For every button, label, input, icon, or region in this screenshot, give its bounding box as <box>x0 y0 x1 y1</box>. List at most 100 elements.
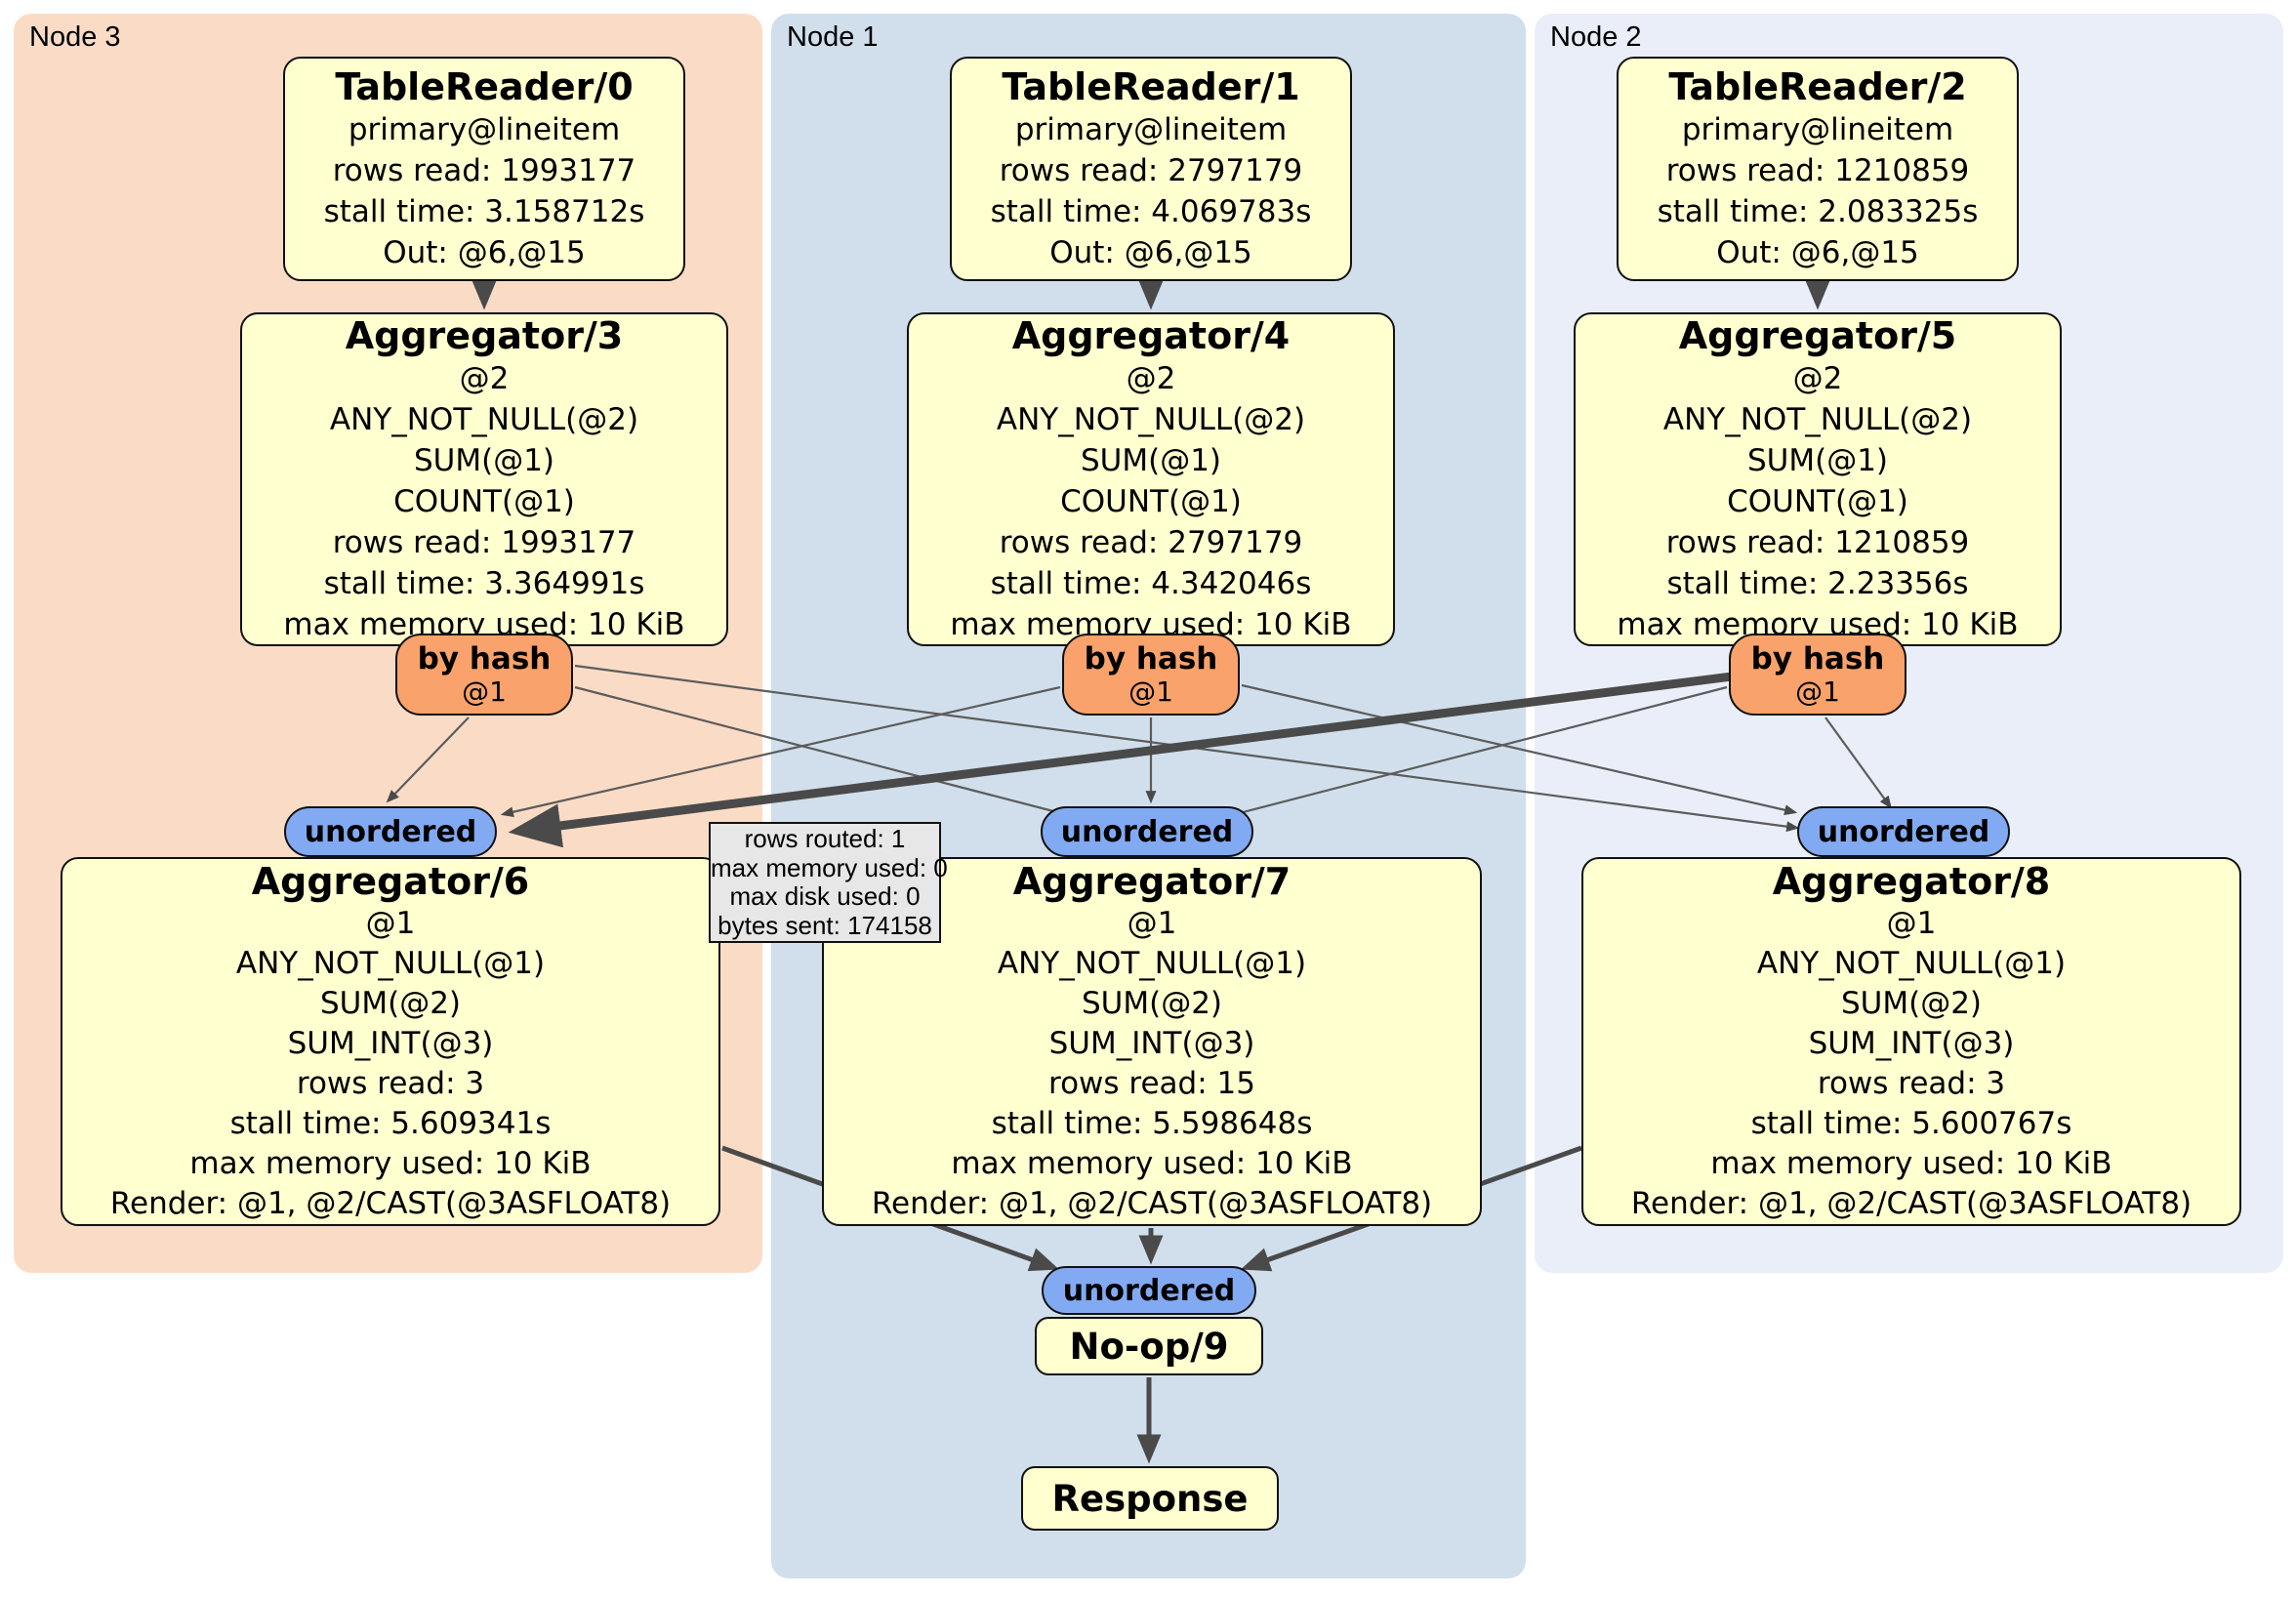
text-line: rows read: 3 <box>296 1066 485 1101</box>
edge-router5-sync8[interactable] <box>1824 717 1892 809</box>
text-line: COUNT(@1) <box>1727 484 1908 519</box>
hash-router-4[interactable]: by hash @1 <box>1062 634 1240 716</box>
table-reader-1-title: TableReader/1 <box>1002 65 1300 108</box>
aggregator-4-title: Aggregator/4 <box>1011 314 1291 357</box>
text-line: COUNT(@1) <box>393 484 575 519</box>
noop-box: No-op/9 <box>1035 1317 1263 1375</box>
text-line: COUNT(@1) <box>1060 484 1242 519</box>
text-line: Render: @1, @2/CAST(@3ASFLOAT8) <box>109 1186 672 1221</box>
text-line: stall time: 4.342046s <box>990 566 1312 601</box>
aggregator-6-title: Aggregator/6 <box>251 860 530 903</box>
text-line: max memory used: 10 KiB <box>951 1146 1353 1181</box>
text-line: Render: @1, @2/CAST(@3ASFLOAT8) <box>1630 1186 2193 1221</box>
text-line: ANY_NOT_NULL(@1) <box>1756 946 2067 981</box>
table-reader-2-title: TableReader/2 <box>1668 65 1967 108</box>
text-line: @2 <box>459 361 510 396</box>
text-line: bytes sent: 174158 <box>718 910 932 940</box>
text-line: SUM_INT(@3) <box>1048 1026 1255 1061</box>
hash-router-5[interactable]: by hash @1 <box>1729 634 1906 716</box>
text-line: stall time: 2.083325s <box>1657 194 1979 229</box>
text-line: rows read: 1993177 <box>332 525 636 560</box>
hash-router-5-label: by hash <box>1750 641 1885 676</box>
text-line: rows read: 3 <box>1817 1066 2006 1101</box>
text-line: rows routed: 1 <box>744 824 906 853</box>
text-line: stall time: 5.609341s <box>229 1106 552 1141</box>
text-line: max disk used: 0 <box>729 881 921 911</box>
sync-unordered-7[interactable]: unordered <box>1041 806 1253 857</box>
text-line: stall time: 5.600767s <box>1750 1106 2072 1141</box>
text-line: max memory used: 10 KiB <box>189 1146 592 1181</box>
text-line: primary@lineitem <box>348 112 621 147</box>
text-line: @2 <box>1792 361 1843 396</box>
table-reader-0-title: TableReader/0 <box>335 65 634 108</box>
node-panel-2-label: Node 2 <box>1550 21 1642 53</box>
text-line: Out: @6,@15 <box>1716 235 1919 270</box>
node-panel-3-label: Node 3 <box>29 21 121 53</box>
text-line: SUM(@2) <box>1840 986 1983 1021</box>
edge-router4-sync8[interactable] <box>1241 683 1798 816</box>
table-reader-2-box: TableReader/2 primary@lineitem rows read:… <box>1617 57 2019 281</box>
text-line: @1 <box>1127 906 1177 941</box>
text-line: SUM(@2) <box>1081 986 1223 1021</box>
text-line: stall time: 4.069783s <box>990 194 1312 229</box>
text-line: rows read: 2797179 <box>999 153 1303 188</box>
text-line: ANY_NOT_NULL(@2) <box>996 402 1306 437</box>
text-line: @1 <box>1886 906 1937 941</box>
text-line: @1 <box>365 906 416 941</box>
text-line: primary@lineitem <box>1681 112 1954 147</box>
text-line: rows read: 1210859 <box>1665 153 1970 188</box>
text-line: ANY_NOT_NULL(@1) <box>997 946 1307 981</box>
text-line: Out: @6,@15 <box>383 235 586 270</box>
hash-router-3-label: by hash <box>417 641 552 676</box>
sync-unordered-6[interactable]: unordered <box>284 806 497 857</box>
hash-router-3-detail: @1 <box>462 676 507 708</box>
text-line: stall time: 3.158712s <box>323 194 645 229</box>
text-line: rows read: 15 <box>1048 1066 1255 1101</box>
table-reader-0-lines: primary@lineitem rows read: 1993177 stall … <box>291 109 677 273</box>
hash-router-5-detail: @1 <box>1795 676 1840 708</box>
table-reader-1-lines: primary@lineitem rows read: 2797179 stall … <box>958 109 1344 273</box>
edge-router4-sync6[interactable] <box>500 685 1061 818</box>
hash-router-3[interactable]: by hash @1 <box>395 634 573 716</box>
text-line: rows read: 1993177 <box>332 153 636 188</box>
text-line: rows read: 2797179 <box>999 525 1303 560</box>
text-line: SUM(@1) <box>413 443 555 478</box>
edge-router5-sync7[interactable] <box>1216 685 1728 821</box>
table-reader-2-lines: primary@lineitem rows read: 1210859 stall … <box>1624 109 2011 273</box>
text-line: max memory used: 0 <box>711 852 948 882</box>
text-line: SUM_INT(@3) <box>1808 1026 2015 1061</box>
text-line: SUM_INT(@3) <box>287 1026 494 1061</box>
edge-router3-sync7[interactable] <box>574 685 1084 821</box>
node-panel-1-label: Node 1 <box>787 21 879 53</box>
aggregator-7-title: Aggregator/7 <box>1012 860 1292 903</box>
text-line: max memory used: 10 KiB <box>1710 1146 2112 1181</box>
aggregator-5-title: Aggregator/5 <box>1678 314 1957 357</box>
table-reader-0-box: TableReader/0 primary@lineitem rows read:… <box>283 57 685 281</box>
hash-router-4-detail: @1 <box>1128 676 1173 708</box>
text-line: primary@lineitem <box>1014 112 1288 147</box>
hash-router-4-label: by hash <box>1084 641 1218 676</box>
text-line: ANY_NOT_NULL(@2) <box>1662 402 1973 437</box>
table-reader-1-box: TableReader/1 primary@lineitem rows read:… <box>950 57 1352 281</box>
text-line: ANY_NOT_NULL(@1) <box>235 946 546 981</box>
edge-router5-sync6-heavy[interactable] <box>508 671 1741 848</box>
sync-unordered-8[interactable]: unordered <box>1797 806 2010 857</box>
text-line: Render: @1, @2/CAST(@3ASFLOAT8) <box>871 1186 1433 1221</box>
edge-router3-sync6[interactable] <box>386 717 470 803</box>
aggregator-8-title: Aggregator/8 <box>1772 860 2051 903</box>
text-line: rows read: 1210859 <box>1665 525 1970 560</box>
text-line: ANY_NOT_NULL(@2) <box>329 402 639 437</box>
text-line: SUM(@1) <box>1746 443 1889 478</box>
sync-unordered-final[interactable]: unordered <box>1042 1266 1256 1315</box>
